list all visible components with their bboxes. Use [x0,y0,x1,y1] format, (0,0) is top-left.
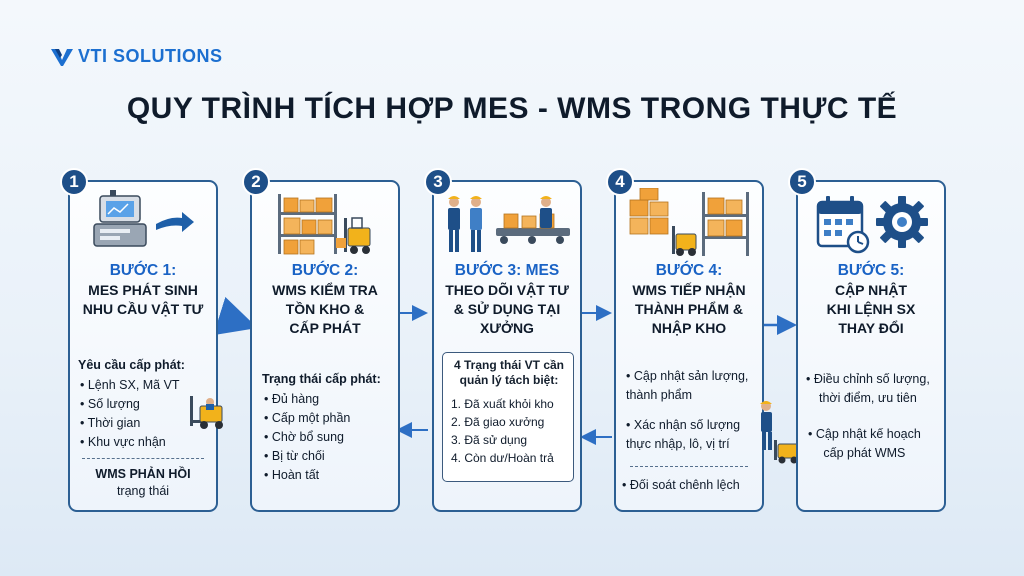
step-2-label: BƯỚC 2: [291,262,359,279]
warehouse-receiving-illustration [629,188,749,256]
workers-conveyor-illustration [448,196,570,252]
step-1-badge: 1 [60,168,88,196]
list-item: Số lượng [80,395,180,414]
list-item: Hoàn tất [264,466,350,485]
step-4-footer: Đối soát chênh lệch [622,476,740,495]
worker-forklift-icon [760,401,799,464]
page-title: QUY TRÌNH TÍCH HỢP MES - WMS TRONG THỰC … [126,92,898,125]
step-1-desc: MES PHÁT SINH NHU CẦU VẬT TƯ [82,282,204,317]
list-item: Chờ bổ sung [264,428,350,447]
list-item: Đủ hàng [264,390,350,409]
step-card-5: BƯỚC 5: CẬP NHẬT KHI LỆNH SX THAY ĐỔI Đi… [796,180,946,512]
warehouse-shelves-illustration [278,194,371,255]
company-logo: VTI SOLUTIONS [50,46,223,67]
step-1-section-title: Yêu cầu cấp phát: [78,358,185,372]
step-2-list: Đủ hàng Cấp một phần Chờ bổ sung Bị từ c… [264,390,351,485]
list-item: Điều chỉnh số lượng, thời điểm, ưu tiên [806,370,930,408]
step-4-label: BƯỚC 4: [655,262,723,279]
step-4-list: Cập nhật sản lượng, thành phẩm [626,367,748,405]
step-card-3: BƯỚC 3: MES THEO DÕI VẬT TƯ & SỬ DỤNG TẠ… [432,180,582,512]
logo-text: VTI SOLUTIONS [78,46,223,66]
step-5-list-2: Cập nhật kế hoạch cấp phát WMS [808,425,921,463]
step-5-desc: CẬP NHẬT KHI LỆNH SX THAY ĐỔI [826,282,916,336]
forklift-icon [190,396,223,429]
list-item: Cập nhật kế hoạch cấp phát WMS [808,425,921,463]
list-item: Lệnh SX, Mã VT [80,376,180,395]
list-item: Cấp một phần [264,409,351,428]
list-item: Bị từ chối [264,447,350,466]
list-item: 2. Đã giao xưởng [451,415,545,429]
calendar-icon [816,196,870,254]
step-3-desc: THEO DÕI VẬT TƯ & SỬ DỤNG TẠI XƯỞNG [445,282,569,336]
calendar-gear-illustration [816,196,928,254]
step-card-1: BƯỚC 1: MES PHÁT SINH NHU CẦU VẬT TƯ Yêu… [68,180,223,512]
list-item: Đối soát chênh lệch [622,476,740,495]
list-item: Thời gian [80,414,180,433]
step-4-badge: 4 [606,168,634,196]
step-4-desc: WMS TIẾP NHẬN THÀNH PHẨM & NHẬP KHO [632,282,746,336]
mes-terminal-illustration [93,190,194,247]
list-item: Khu vực nhận [80,433,180,452]
step-2-desc: WMS KIỂM TRA TỒN KHO & CẤP PHÁT [272,282,378,336]
status-list: 1. Đã xuất khỏi kho 2. Đã giao xưởng 3. … [451,395,554,467]
status-box-title: 4 Trạng thái VT cần quản lý tách biệt: [453,358,565,387]
list-item: 4. Còn dư/Hoàn trả [451,451,554,465]
step-3-badge: 3 [424,168,452,196]
step-5-badge: 5 [788,168,816,196]
list-item: 3. Đã sử dụng [451,433,528,447]
step-1-footer-text: trạng thái [116,484,170,498]
step-card-2: BƯỚC 2: WMS KIỂM TRA TỒN KHO & CẤP PHÁT … [250,180,400,512]
step-5-list: Điều chỉnh số lượng, thời điểm, ưu tiên [806,370,930,408]
step-1-list: Lệnh SX, Mã VT Số lượng Thời gian Khu vự… [80,376,180,452]
step-4-divider [630,466,748,467]
step-4-list-2: Xác nhận số lượng thực nhập, lô, vị trí [626,416,740,454]
step-card-4: BƯỚC 4: WMS TIẾP NHẬN THÀNH PHẨM & NHẬP … [614,180,799,512]
step-5-label: BƯỚC 5: [837,262,905,279]
list-item: Cập nhật sản lượng, thành phẩm [626,367,748,405]
list-item: 1. Đã xuất khỏi kho [451,397,554,411]
step-1-label: BƯỚC 1: [109,262,177,279]
vti-logo-icon [51,48,73,66]
step-1-footer-title: WMS PHẢN HỒI [95,467,191,481]
list-item: Xác nhận số lượng thực nhập, lô, vị trí [626,416,740,454]
gear-icon [876,196,928,248]
status-box: 4 Trạng thái VT cần quản lý tách biệt: 1… [442,352,574,482]
step-2-section-title: Trạng thái cấp phát: [262,372,381,386]
step-1-divider [82,458,204,459]
step-3-label: BƯỚC 3: MES [454,262,560,279]
step-2-badge: 2 [242,168,270,196]
